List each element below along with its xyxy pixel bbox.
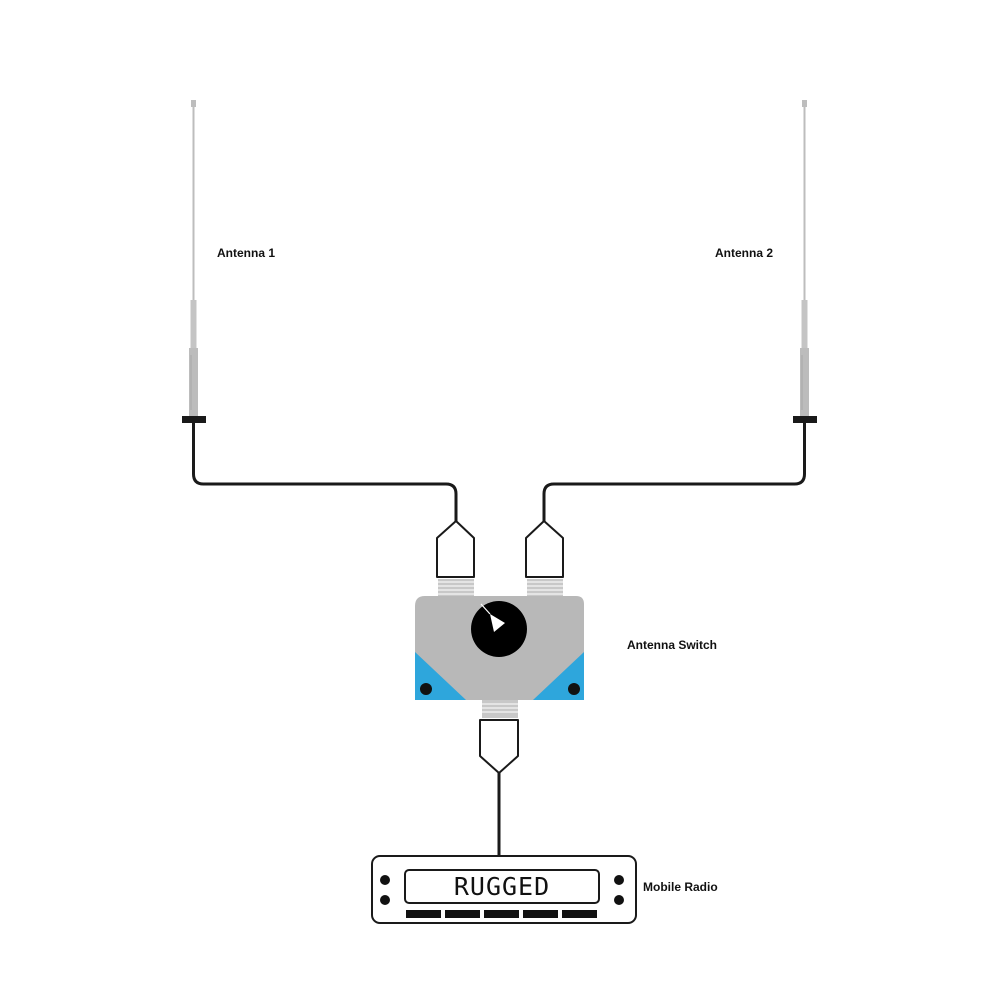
radio-knob-bottom-right[interactable]	[614, 895, 624, 905]
mobile-radio: RUGGED	[371, 855, 637, 924]
radio-display	[404, 869, 600, 904]
antenna-1-label: Antenna 1	[217, 246, 275, 260]
radio-button-4[interactable]	[523, 910, 558, 918]
antenna-1-tip	[191, 100, 196, 107]
antenna-2-whip	[803, 107, 806, 300]
mobile-radio-label: Mobile Radio	[643, 880, 718, 894]
switch-screw-left	[420, 683, 432, 695]
antenna-2-mount	[793, 416, 817, 423]
antenna-2	[793, 100, 817, 423]
radio-button-1[interactable]	[406, 910, 441, 918]
cable-antenna-2	[542, 423, 806, 522]
radio-knob-bottom-left[interactable]	[380, 895, 390, 905]
radio-button-3[interactable]	[484, 910, 519, 918]
antenna-switch-label: Antenna Switch	[627, 638, 717, 652]
antenna-2-label: Antenna 2	[715, 246, 773, 260]
knob-pointer-icon	[490, 614, 505, 632]
antenna-1-mid-section	[190, 300, 197, 348]
selector-knob[interactable]	[471, 601, 527, 657]
antenna-1-whip	[192, 107, 195, 300]
antenna-1-base-section	[189, 348, 198, 416]
cable-antenna-1	[192, 423, 458, 522]
radio-display-text: RUGGED	[454, 872, 550, 901]
radio-knob-top-right[interactable]	[614, 875, 624, 885]
switch-screw-right	[568, 683, 580, 695]
antenna-2-mid-section	[801, 300, 808, 348]
antenna-1	[182, 100, 206, 423]
antenna-2-base-section	[800, 348, 809, 416]
antenna-2-tip	[802, 100, 807, 107]
radio-button-5[interactable]	[562, 910, 597, 918]
connector-antenna-2	[525, 520, 564, 596]
antenna-switch	[415, 596, 584, 700]
connector-antenna-1	[436, 520, 475, 596]
antenna-1-mount	[182, 416, 206, 423]
radio-knob-top-left[interactable]	[380, 875, 390, 885]
radio-button-2[interactable]	[445, 910, 480, 918]
connector-radio	[479, 700, 519, 774]
